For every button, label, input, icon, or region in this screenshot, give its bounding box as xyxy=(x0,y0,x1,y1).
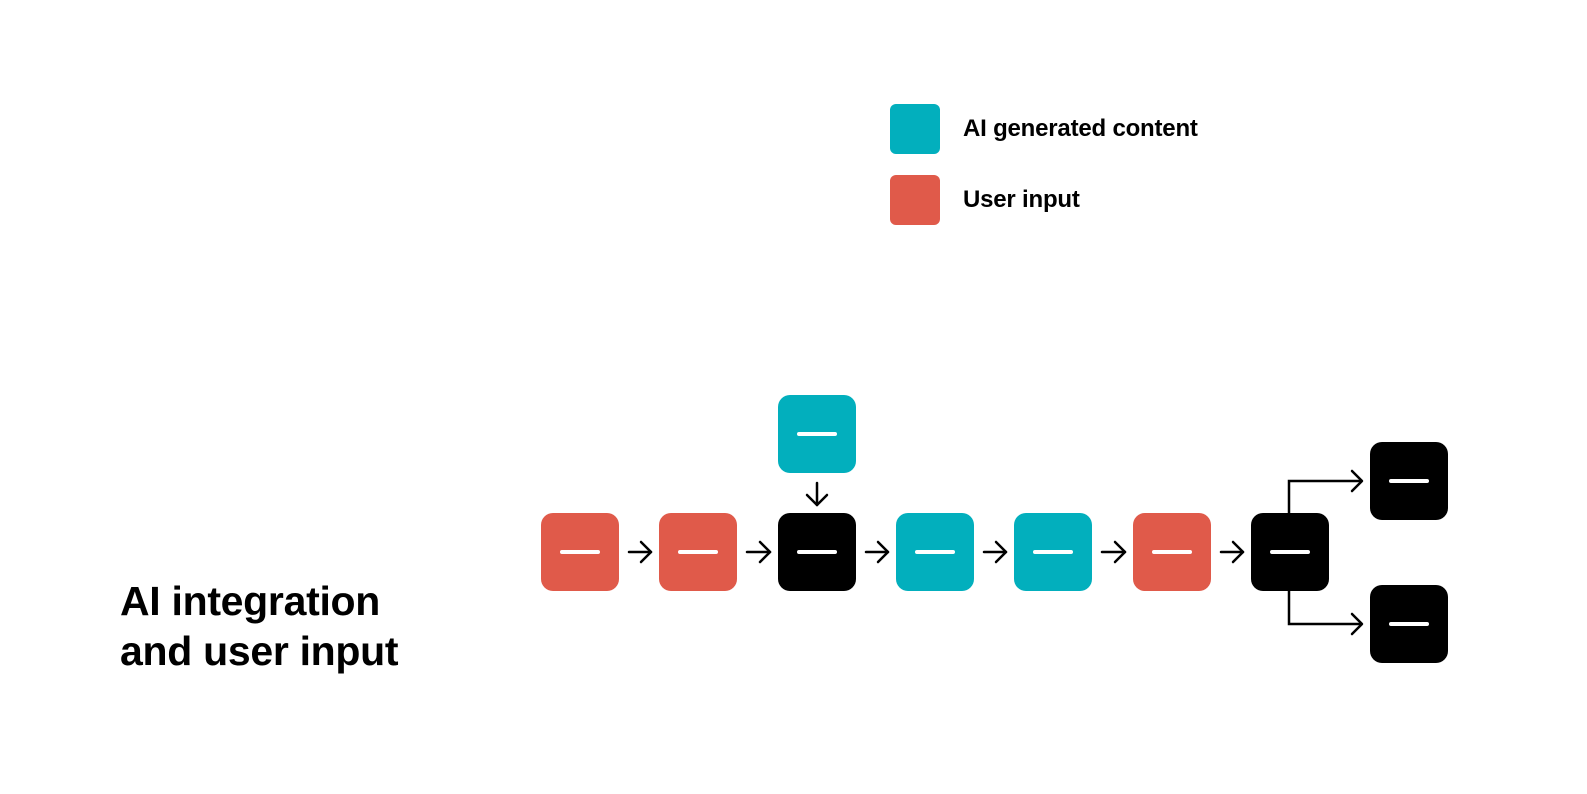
flow-arrow-6-head xyxy=(1231,540,1245,564)
flow-arrow-2-head xyxy=(758,540,772,564)
legend-item-user-input: User input xyxy=(890,175,1198,225)
branch-arrow-head-2 xyxy=(1350,612,1364,636)
legend-label-user: User input xyxy=(963,186,1080,213)
diagram-title: AI integration and user input xyxy=(120,576,399,676)
legend-swatch-ai xyxy=(890,104,940,154)
flow-arrow-5-head xyxy=(1113,540,1127,564)
injected-arrow-head xyxy=(805,493,829,507)
flow-arrow-3-head xyxy=(876,540,890,564)
branch-connector-2 xyxy=(1287,591,1362,626)
legend: AI generated content User input xyxy=(890,104,1198,246)
legend-label-ai: AI generated content xyxy=(963,115,1198,142)
branch-arrow-head-1 xyxy=(1350,469,1364,493)
flow-arrow-4-head xyxy=(994,540,1008,564)
title-line-2: and user input xyxy=(120,628,399,674)
legend-swatch-user xyxy=(890,175,940,225)
title-line-1: AI integration xyxy=(120,578,381,624)
flow-arrow-1-head xyxy=(639,540,653,564)
legend-item-ai-generated: AI generated content xyxy=(890,104,1198,154)
branch-connector-1 xyxy=(1287,479,1362,513)
